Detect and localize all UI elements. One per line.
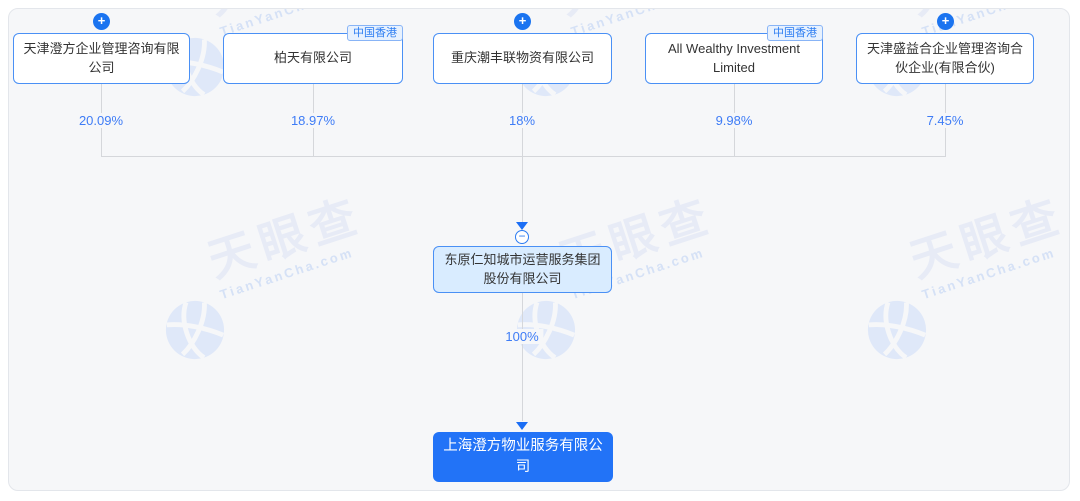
expand-plus-icon[interactable]: + — [514, 13, 531, 30]
ownership-percent-label: 100% — [500, 329, 544, 344]
shareholder-node-3[interactable]: 重庆潮丰联物资有限公司 — [433, 33, 612, 84]
connector-focus-to-target — [522, 293, 523, 421]
watermark-brand-zh: 天眼查 — [903, 188, 1070, 287]
company-name: 重庆潮丰联物资有限公司 — [450, 50, 594, 66]
ownership-percent-label: 18% — [503, 113, 541, 128]
shareholder-node-2[interactable]: 中国香港 柏天有限公司 — [223, 25, 403, 84]
arrow-down-icon — [516, 222, 528, 230]
ownership-percent-label: 18.97% — [285, 113, 341, 128]
region-tag: 中国香港 — [767, 25, 823, 41]
watermark-brand-zh: 天眼查 — [202, 9, 369, 24]
watermark: 天眼查 TianYanCha.com — [140, 167, 461, 370]
watermark: 天眼查 TianYanCha.com — [842, 167, 1070, 370]
watermark-brand-en: TianYanCha.com — [218, 244, 356, 303]
equity-chart-card: 天眼查 TianYanCha.com 天眼查 TianYanCha.com — [8, 8, 1070, 491]
company-name: 天津澄方企业管理咨询有限公司 — [23, 40, 180, 75]
intermediate-company-node[interactable]: 东原仁知城市运营服务集团股份有限公司 — [433, 246, 612, 293]
region-tag: 中国香港 — [347, 25, 403, 41]
arrow-down-icon — [516, 422, 528, 430]
ownership-percent-label: 9.98% — [710, 113, 758, 128]
expand-plus-icon[interactable]: + — [937, 13, 954, 30]
expand-plus-icon[interactable]: + — [93, 13, 110, 30]
tianyancha-logo-icon — [867, 300, 927, 360]
connector-bus-to-focus — [522, 156, 523, 223]
watermark-brand-zh: 天眼查 — [553, 9, 720, 24]
connector-bus — [101, 156, 946, 157]
shareholder-node-5[interactable]: 天津盛益合企业管理咨询合伙企业(有限合伙) — [856, 33, 1034, 84]
company-name: 东原仁知城市运营服务集团股份有限公司 — [444, 251, 601, 286]
company-name: 柏天有限公司 — [273, 50, 352, 66]
watermark-brand-en: TianYanCha.com — [920, 244, 1058, 303]
watermark-brand-zh: 天眼查 — [904, 9, 1069, 24]
tianyancha-logo-icon — [165, 300, 225, 360]
company-name: All Wealthy Investment Limited — [668, 40, 800, 75]
shareholder-node-1[interactable]: 天津澄方企业管理咨询有限公司 — [13, 33, 190, 84]
shareholder-node-4[interactable]: 中国香港 All Wealthy Investment Limited — [645, 25, 823, 84]
ownership-percent-label: 20.09% — [73, 113, 129, 128]
ownership-percent-label: 7.45% — [921, 113, 969, 128]
target-company-node[interactable]: 上海澄方物业服务有限公司 — [433, 432, 613, 482]
company-name: 上海澄方物业服务有限公司 — [443, 437, 603, 475]
collapse-minus-icon[interactable]: − — [515, 230, 529, 244]
company-name: 天津盛益合企业管理咨询合伙企业(有限合伙) — [866, 40, 1023, 75]
watermark-brand-zh: 天眼查 — [201, 188, 369, 287]
